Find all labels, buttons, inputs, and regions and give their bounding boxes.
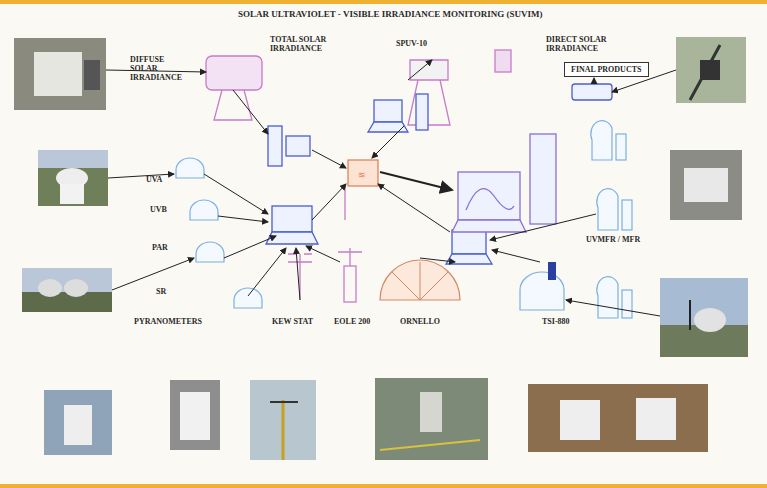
instrument-label: SPUV-10	[396, 40, 427, 49]
logger-mark: ≋	[358, 170, 366, 180]
instrument-label: TSI-880	[542, 318, 570, 327]
main-arrow	[380, 172, 452, 190]
sensor-head	[548, 262, 556, 280]
computer-icon	[266, 84, 612, 264]
photo	[14, 37, 748, 460]
box-text: FINAL PRODUCTS	[571, 65, 642, 74]
bottom-bar	[0, 484, 767, 488]
instrument-label: ORNELLO	[400, 318, 440, 327]
pyranometer-icon	[176, 121, 632, 318]
instrument-label: PAR	[152, 244, 168, 253]
top-bar	[0, 0, 767, 4]
instrument-label: PYRANOMETERS	[134, 318, 202, 327]
sunshine-recorder	[380, 260, 460, 300]
product-box: FINAL PRODUCTS	[564, 62, 649, 77]
instrument-label: UVMFR / MFR	[586, 236, 640, 245]
instrument-label: DIRECT SOLAR IRRADIANCE	[546, 36, 608, 54]
data-logger	[348, 160, 378, 186]
instrument-label: SR	[156, 288, 166, 297]
instrument-label: KEW STAT	[272, 318, 313, 327]
arrow	[106, 60, 676, 316]
instrument-label: UVA	[146, 176, 162, 185]
instrument-label: EOLE 200	[334, 318, 370, 327]
instrument-icon	[206, 50, 555, 302]
diagram-title: SOLAR ULTRAVIOLET - VISIBLE IRRADIANCE M…	[238, 10, 543, 20]
instrument-label: DIFFUSE SOLAR IRRADIANCE	[130, 56, 192, 82]
sunshine-recorder-ticks	[392, 262, 448, 300]
instrument-label: UVB	[150, 206, 167, 215]
instrument-label: TOTAL SOLAR IRRADIANCE	[270, 36, 330, 54]
